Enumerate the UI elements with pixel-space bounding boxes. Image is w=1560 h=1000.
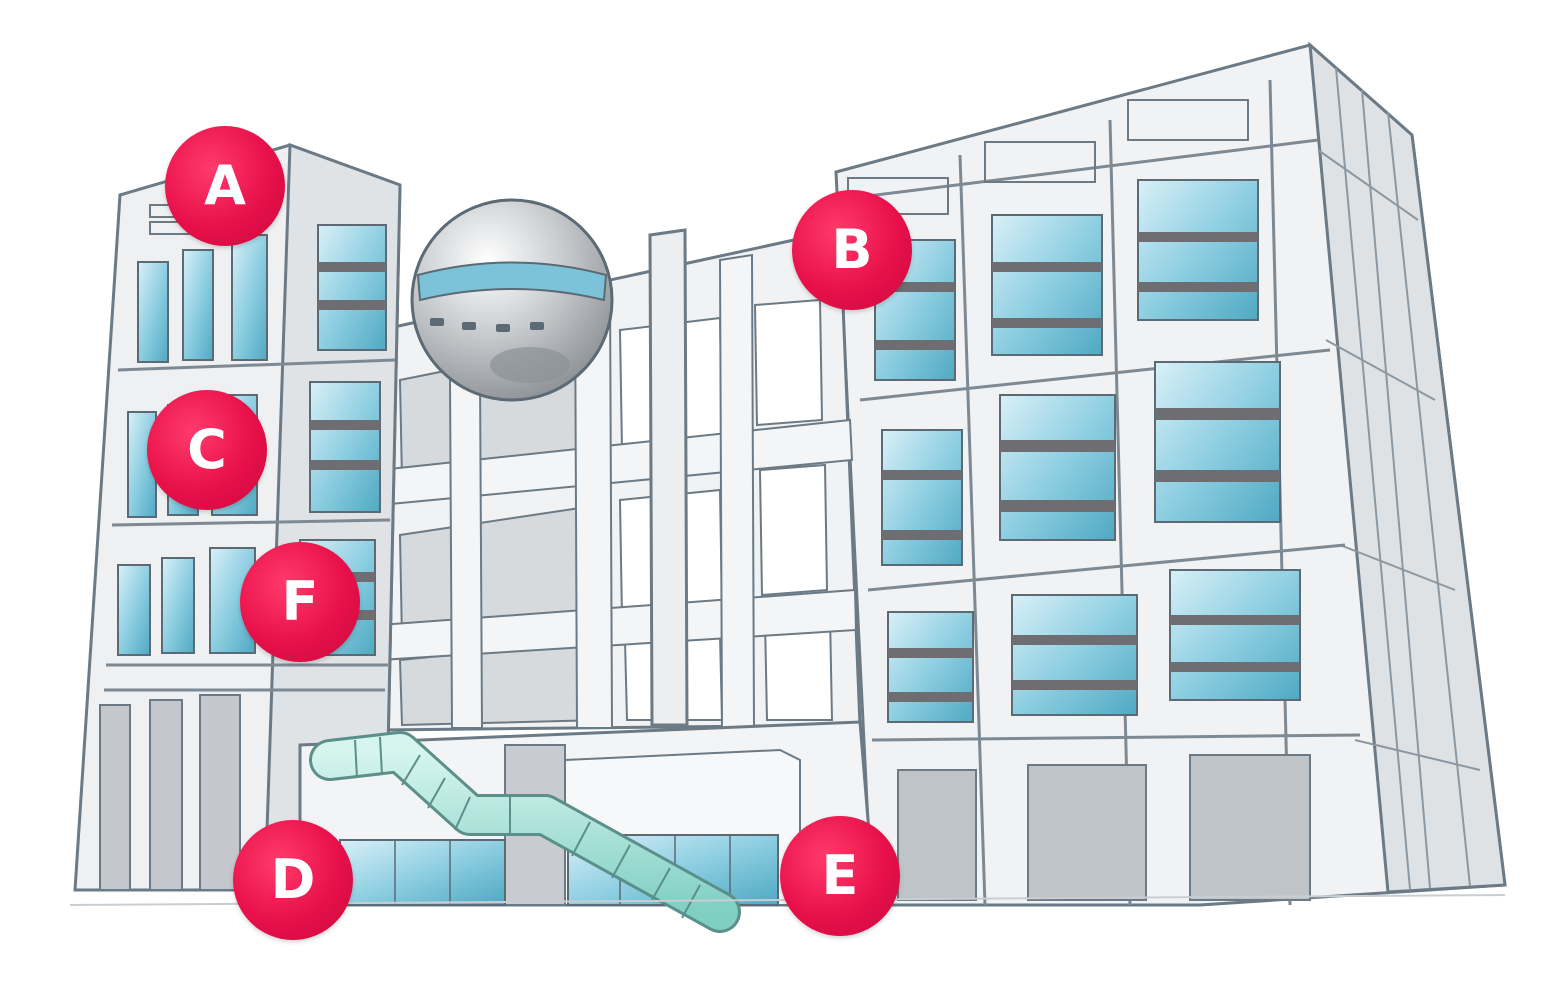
marker-b-label: B <box>831 218 873 281</box>
marker-d: D <box>233 820 353 940</box>
marker-c-label: C <box>187 418 227 481</box>
escalator-tube <box>309 731 741 933</box>
observation-sphere <box>410 198 614 402</box>
right-tower <box>834 41 1507 907</box>
marker-e: E <box>780 816 900 936</box>
marker-c: C <box>147 390 267 510</box>
marker-a-label: A <box>204 154 246 217</box>
marker-d-label: D <box>270 848 316 911</box>
marker-f: F <box>240 542 360 662</box>
marker-e-label: E <box>821 844 859 907</box>
marker-f-label: F <box>281 570 319 633</box>
marker-a: A <box>165 126 285 246</box>
marker-b: B <box>792 190 912 310</box>
